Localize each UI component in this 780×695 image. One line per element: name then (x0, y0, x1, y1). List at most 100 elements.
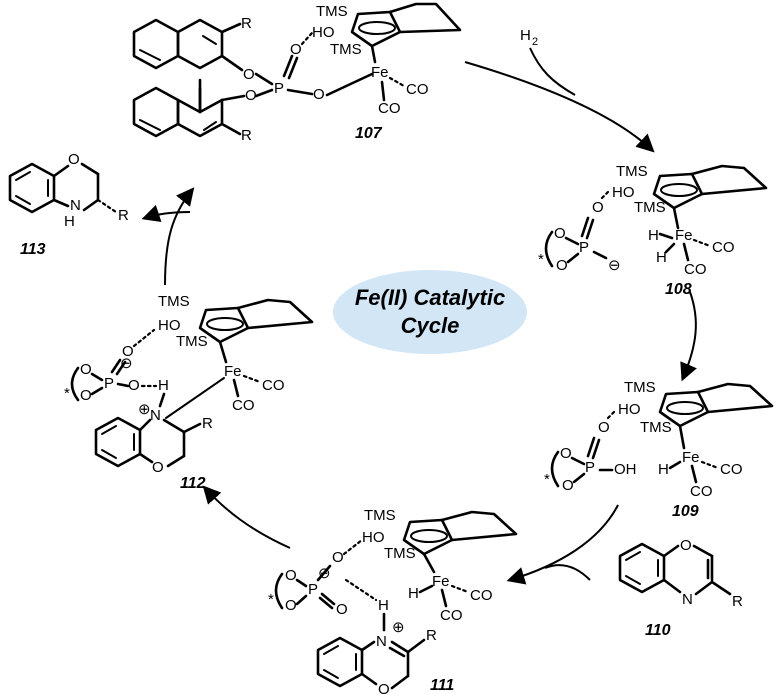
112-co-2: CO (232, 397, 255, 414)
107-o-4: O (313, 86, 325, 103)
h2-subscript: 2 (532, 36, 538, 48)
107-o-2: O (245, 87, 257, 104)
108-o-left-1: O (554, 225, 566, 242)
111-o-left-2: O (285, 597, 297, 614)
compound-112: TMS HO TMS Fe CO CO O P ⊖ O O * O H N ⊕ (64, 293, 314, 492)
111-o-left-1: O (285, 567, 297, 584)
111-co-1: CO (470, 587, 493, 604)
h2-reagent: H 2 (520, 27, 538, 48)
113-n: N (70, 197, 81, 214)
111-o-double: O (336, 601, 348, 618)
arrow-to-113 (141, 204, 191, 222)
label-113: 113 (20, 241, 46, 258)
112-n-plus: ⊕ (138, 401, 151, 418)
111-ho: HO (362, 529, 385, 546)
112-ho: HO (158, 317, 181, 334)
112-p: P (104, 375, 114, 392)
112-o-right: O (128, 377, 140, 394)
112-o-ring: O (152, 459, 164, 476)
label-109: 109 (672, 503, 699, 520)
title-ellipse (333, 270, 527, 354)
label-107: 107 (355, 125, 383, 142)
112-n: N (150, 407, 161, 424)
108-co-1: CO (712, 239, 735, 256)
110-r: R (732, 593, 743, 610)
compound-111: TMS HO TMS Fe CO CO H O P ⊖ O O O * H N … (268, 507, 518, 695)
111-o-ring: O (378, 681, 390, 695)
109-p: P (585, 459, 595, 476)
108-tms-bottom: TMS (634, 199, 666, 216)
112-fe: Fe (224, 363, 242, 380)
112-tms-top: TMS (158, 293, 190, 310)
109-o-left-1: O (560, 445, 572, 462)
label-108: 108 (665, 281, 692, 298)
108-p: P (579, 239, 589, 256)
109-fe: Fe (682, 449, 700, 466)
arrow-111-to-112 (202, 485, 291, 549)
111-fe: Fe (432, 573, 450, 590)
compound-113: O R H N 113 (8, 151, 129, 258)
107-tms-bottom: TMS (330, 41, 362, 58)
111-h-n: H (378, 597, 389, 614)
108-o-minus: ⊖ (608, 257, 621, 274)
107-co-1: CO (406, 81, 429, 98)
arrow-109-to-111 (506, 504, 619, 585)
111-tms-top: TMS (364, 507, 396, 524)
109-tms-bottom: TMS (640, 419, 672, 436)
112-co-1: CO (262, 377, 285, 394)
107-fe: Fe (371, 64, 389, 81)
111-r: R (426, 627, 437, 644)
112-h-n: H (158, 377, 169, 394)
compound-109: TMS HO TMS Fe CO CO H O P O O OH * 109 (544, 379, 774, 520)
111-h: H (408, 585, 419, 602)
112-star: * (64, 385, 70, 402)
h2-label: H (520, 27, 531, 44)
112-r: R (202, 415, 213, 432)
110-feed-line (544, 564, 591, 581)
label-110: 110 (645, 622, 671, 639)
107-co-2: CO (378, 100, 401, 117)
compound-110: O N R 110 (618, 537, 743, 639)
compound-107: R O R O P O O TMS HO TMS Fe CO (132, 2, 462, 144)
108-h-1: H (648, 227, 659, 244)
111-n: N (376, 633, 387, 650)
109-co-2: CO (690, 483, 713, 500)
cycle-arrows (141, 47, 697, 585)
111-tms-bottom: TMS (384, 545, 416, 562)
108-co-2: CO (684, 261, 707, 278)
112-o-minus: ⊖ (120, 355, 133, 372)
111-o-top: O (332, 549, 344, 566)
111-p: P (308, 581, 318, 598)
111-n-plus: ⊕ (392, 619, 405, 636)
110-n: N (682, 591, 693, 608)
113-nh: H (64, 213, 75, 230)
113-r: R (118, 207, 129, 224)
109-ho: HO (618, 401, 641, 418)
arrow-108-to-109 (680, 291, 697, 382)
109-o-left-2: O (562, 477, 574, 494)
107-r-top: R (241, 15, 252, 32)
111-star: * (268, 591, 274, 608)
107-ho: HO (312, 24, 335, 41)
h2-feed-line (529, 47, 576, 96)
111-co-2: CO (440, 607, 463, 624)
109-oh: OH (614, 461, 637, 478)
label-112: 112 (180, 475, 206, 492)
110-o: O (680, 537, 692, 554)
108-o-left-2: O (556, 257, 568, 274)
112-tms-bottom: TMS (176, 333, 208, 350)
arrow-112-to-107 (164, 187, 195, 286)
107-tms-top: TMS (316, 3, 348, 20)
107-o-1: O (243, 66, 255, 83)
112-o-left-2: O (80, 387, 92, 404)
108-ho: HO (612, 184, 635, 201)
109-star: * (544, 471, 550, 488)
112-o-top: O (122, 343, 134, 360)
112-o-left-1: O (80, 361, 92, 378)
108-fe: Fe (675, 227, 693, 244)
108-tms-top: TMS (616, 163, 648, 180)
108-star: * (538, 251, 544, 268)
arrow-107-to-108 (464, 61, 655, 153)
title-line-2: Cycle (401, 313, 460, 338)
